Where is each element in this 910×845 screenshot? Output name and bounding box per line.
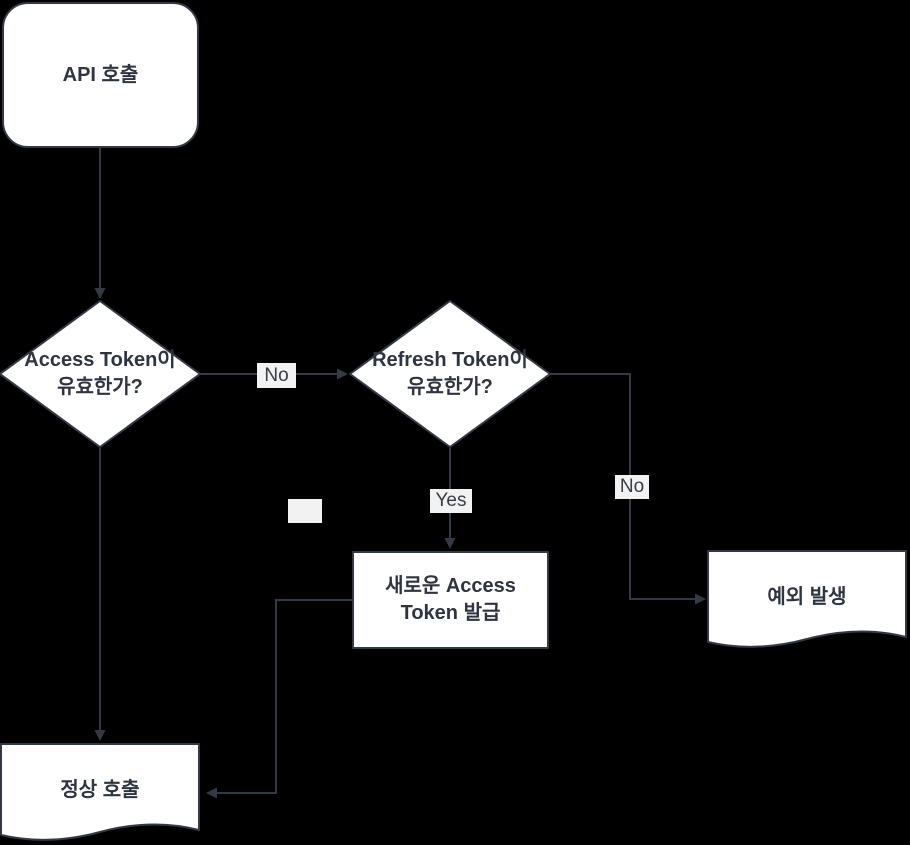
- arrowhead-icon: [444, 538, 456, 549]
- edge-label-refresh-yes-text: Yes: [435, 490, 467, 511]
- start-node-shape: [2, 2, 199, 148]
- edge-label-refresh-no-text: No: [619, 476, 645, 497]
- arrowhead-icon: [695, 593, 706, 605]
- document-exception-shape: [707, 550, 907, 648]
- decision-refresh-token-shape: [349, 300, 551, 448]
- edge-label-empty: [288, 499, 322, 523]
- arrowhead-icon: [337, 368, 348, 380]
- document-success-shape: [0, 743, 200, 841]
- edge-label-refresh-no: No: [615, 475, 649, 499]
- arrowhead-icon: [94, 730, 106, 741]
- arrowhead-layer: [94, 288, 706, 799]
- connector-layer: [99, 148, 696, 794]
- decision-access-token-shape: [0, 300, 201, 448]
- connector-issue-token-to-success: [216, 599, 352, 794]
- process-issue-token-shape: [352, 551, 549, 649]
- edge-label-access-no: No: [257, 363, 296, 388]
- edge-label-refresh-yes: Yes: [430, 489, 472, 513]
- arrowhead-icon: [94, 288, 106, 299]
- arrowhead-icon: [206, 787, 217, 799]
- edge-label-access-no-text: No: [264, 364, 289, 386]
